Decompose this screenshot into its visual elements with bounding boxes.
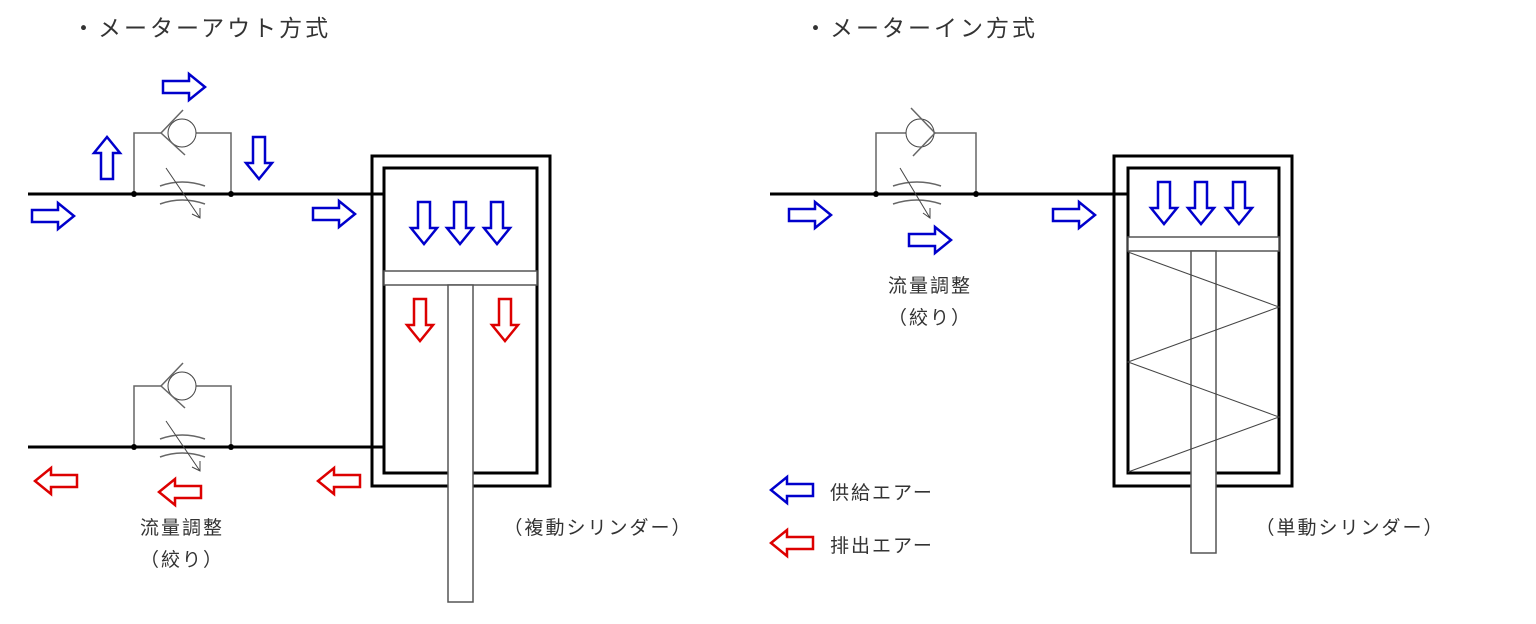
flow-control-valve-bottom: [131, 362, 234, 472]
check-valve-ball: [167, 118, 197, 148]
supply-air-arrow-icon: [907, 224, 953, 256]
legend-supply-label: 供給エアー: [830, 482, 934, 504]
supply-air-arrow-icon: [1185, 180, 1217, 226]
supply-air-arrow-icon: [444, 200, 476, 246]
cylinder-label: （複動シリンダー）: [503, 517, 692, 539]
flow-control-valve: [873, 107, 979, 219]
single-acting-cylinder: [1112, 154, 1294, 554]
supply-air-arrow-icon: [243, 135, 275, 181]
supply-air-arrow-icon: [1051, 199, 1097, 231]
legend: 供給エアー 排出エアー: [830, 482, 934, 557]
throttle-label: （絞り）: [888, 307, 972, 329]
piston-rod: [1190, 250, 1217, 554]
supply-air-arrow-icon: [787, 199, 833, 231]
piston-rod: [447, 284, 474, 603]
exhaust-air-arrow-icon: [489, 297, 521, 343]
meter-in-circuit: 流量調整 （絞り） （単動シリンダー）: [770, 107, 1444, 554]
exhaust-air-arrow-icon: [157, 476, 203, 508]
flow-control-label: 流量調整: [140, 517, 224, 539]
supply-air-arrow-icon: [91, 135, 123, 181]
flow-arrows: [30, 71, 1255, 559]
supply-air-arrow-icon: [408, 200, 440, 246]
legend-exhaust-label: 排出エアー: [830, 535, 934, 557]
flow-control-label: 流量調整: [888, 275, 972, 297]
throttle-label: （絞り）: [140, 549, 224, 571]
exhaust-air-arrow-icon: [404, 297, 436, 343]
piston: [383, 270, 538, 286]
meter-out-circuit: 流量調整 （絞り） （複動シリンダー）: [28, 109, 692, 603]
meter-out-title: ・メーターアウト方式: [72, 16, 331, 42]
supply-air-arrow-icon: [1223, 180, 1255, 226]
piston: [1127, 236, 1280, 252]
meter-in-title: ・メーターイン方式: [804, 16, 1038, 42]
supply-air-arrow-icon: [769, 474, 815, 506]
cylinder-label: （単動シリンダー）: [1255, 517, 1444, 539]
supply-air-arrow-icon: [481, 200, 513, 246]
supply-air-arrow-icon: [311, 198, 357, 230]
exhaust-air-arrow-icon: [769, 527, 815, 559]
supply-air-arrow-icon: [30, 200, 76, 232]
exhaust-air-arrow-icon: [316, 465, 362, 497]
supply-air-arrow-icon: [1148, 180, 1180, 226]
supply-air-arrow-icon: [161, 71, 207, 103]
double-acting-cylinder: [370, 154, 552, 603]
flow-control-valve-top: [131, 109, 234, 219]
spring: [1126, 251, 1281, 473]
exhaust-air-arrow-icon: [33, 465, 79, 497]
